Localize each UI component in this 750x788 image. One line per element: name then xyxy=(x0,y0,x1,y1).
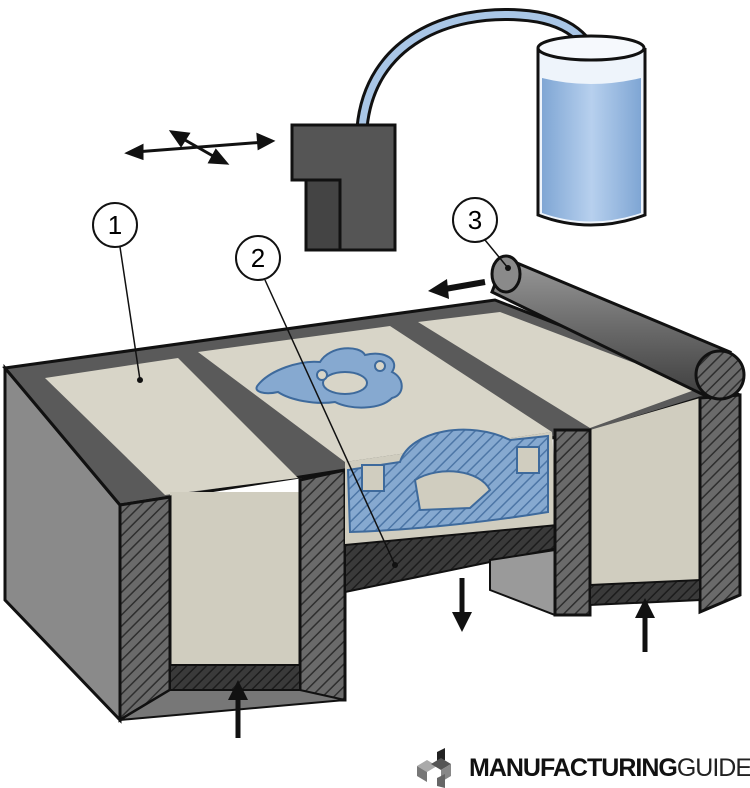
print-head xyxy=(290,123,397,252)
feed-bed-cross-section xyxy=(590,398,700,585)
left-wall-cut xyxy=(118,495,172,723)
svg-text:1: 1 xyxy=(108,210,122,240)
logo-text-light: GUIDE xyxy=(676,753,750,782)
cube-logo-icon xyxy=(417,748,451,788)
callout-2: 2 xyxy=(235,235,281,281)
left-base xyxy=(119,689,346,721)
manufacturing-guide-logo: MANUFACTURINGGUIDE xyxy=(415,748,750,788)
binder-reservoir xyxy=(536,34,647,227)
middle-support xyxy=(489,548,556,617)
logo-text-strong: MANUFACTURING xyxy=(469,753,678,782)
feed-bed-top xyxy=(418,312,700,428)
leader-line-3 xyxy=(484,239,509,269)
svg-text:3: 3 xyxy=(468,205,482,235)
svg-text:2: 2 xyxy=(251,243,265,273)
build-platform-down-arrow-icon xyxy=(452,578,472,632)
feed-platform xyxy=(589,578,701,607)
left-platform-up-arrow-icon xyxy=(228,680,248,738)
divider-wall-cut xyxy=(298,468,347,702)
leader-line-2 xyxy=(264,279,396,566)
right-wall-cut xyxy=(698,393,742,615)
callout-3: 3 xyxy=(452,197,498,243)
printed-part-cross-section xyxy=(346,428,549,534)
feed-platform-up-arrow-icon xyxy=(635,598,655,652)
roller xyxy=(490,254,746,401)
right-divider-wall-cut xyxy=(553,428,592,617)
leader-line-1 xyxy=(119,246,141,381)
callout-1: 1 xyxy=(92,202,138,248)
powder-bed-cross-section xyxy=(170,492,300,665)
roller-direction-arrow-icon xyxy=(428,279,486,299)
xy-movement-arrows-icon xyxy=(124,130,276,165)
powder-bed-top xyxy=(45,358,298,495)
printed-part-top-layer xyxy=(255,347,403,409)
